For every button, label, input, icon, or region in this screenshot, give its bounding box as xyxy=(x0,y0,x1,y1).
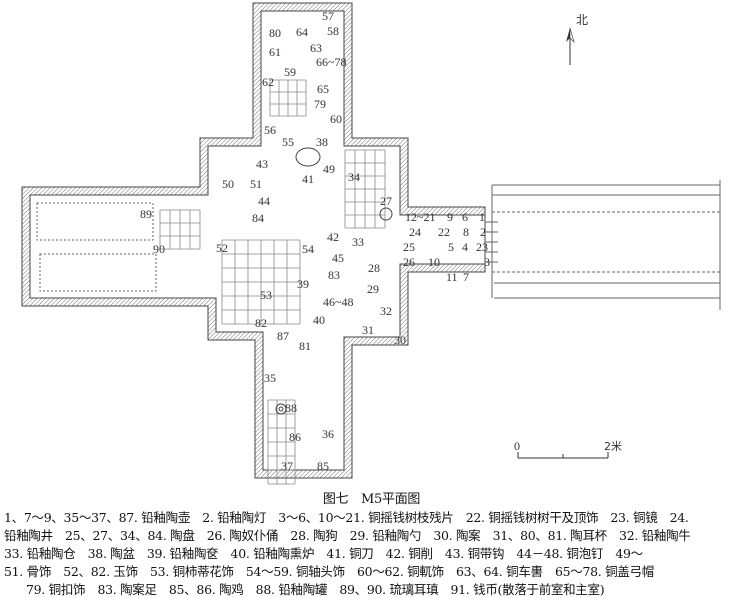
object-label: 5 xyxy=(448,240,454,254)
object-label: 65 xyxy=(317,82,329,96)
object-label: 25 xyxy=(403,240,415,254)
object-label: 81 xyxy=(299,339,311,353)
object-label: 26 xyxy=(403,255,415,269)
object-label: 62 xyxy=(262,75,274,89)
object-label: 88 xyxy=(285,401,297,415)
object-label: 60 xyxy=(330,112,342,126)
object-label: 49 xyxy=(323,162,335,176)
object-label: 4 xyxy=(462,240,468,254)
object-label: 55 xyxy=(282,135,294,149)
object-label: 50 xyxy=(222,177,234,191)
object-label: 79 xyxy=(314,97,326,111)
object-label: 35 xyxy=(264,371,276,385)
object-label: 6 xyxy=(462,210,468,224)
scale-end: 2米 xyxy=(604,440,622,453)
floor-bricks xyxy=(159,79,386,485)
object-label: 43 xyxy=(256,157,268,171)
object-label: 59 xyxy=(284,65,296,79)
scale-start: 0 xyxy=(514,439,520,453)
object-label: 58 xyxy=(327,24,339,38)
scale-bar: 0 2米 xyxy=(514,439,622,459)
object-label: 87 xyxy=(277,329,289,343)
caption-line: 51. 骨饰 52、82. 玉饰 53. 铜柿蒂花饰 54～59. 铜轴头饰 6… xyxy=(4,564,654,579)
object-label: 9 xyxy=(447,210,453,224)
object-label: 80 xyxy=(269,26,281,40)
coffin-platforms xyxy=(36,202,157,292)
object-label: 10 xyxy=(428,255,440,269)
object-label: 12~21 xyxy=(405,210,436,224)
object-label: 27 xyxy=(380,194,392,208)
object-label: 63 xyxy=(310,41,322,55)
object-label: 37 xyxy=(281,459,293,473)
object-label: 89 xyxy=(140,207,152,221)
tomb-walls xyxy=(21,2,486,479)
artifacts xyxy=(275,147,393,415)
object-label: 41 xyxy=(302,172,314,186)
object-label: 38 xyxy=(316,135,328,149)
object-label: 30 xyxy=(394,333,406,347)
object-label: 46~48 xyxy=(323,295,354,309)
object-label: 29 xyxy=(367,282,379,296)
caption-line: 79. 铜扣饰 83. 陶案足 85、86. 陶鸡 88. 铅釉陶罐 89、90… xyxy=(26,582,605,597)
object-label: 42 xyxy=(327,230,339,244)
object-label: 28 xyxy=(368,261,380,275)
caption-line: 1、7～9、35～37、87. 铅釉陶壶 2. 铅釉陶灯 3～6、10～21. … xyxy=(4,510,689,525)
figure-title: 图七 M5平面图 xyxy=(322,492,421,507)
north-arrow: 北 xyxy=(566,13,588,65)
object-label: 3 xyxy=(484,255,490,269)
object-label: 7 xyxy=(463,270,469,284)
object-label: 85 xyxy=(317,459,329,473)
object-label: 44 xyxy=(258,194,270,208)
object-label: 1 xyxy=(479,210,485,224)
object-label: 23 xyxy=(476,240,488,254)
object-label: 56 xyxy=(264,123,276,137)
north-label: 北 xyxy=(576,13,588,27)
object-label: 8 xyxy=(463,225,469,239)
object-label: 40 xyxy=(313,313,325,327)
object-label: 32 xyxy=(380,304,392,318)
object-label: 54 xyxy=(302,242,314,256)
object-label: 39 xyxy=(297,277,309,291)
object-label: 51 xyxy=(250,177,262,191)
object-label: 61 xyxy=(269,45,281,59)
object-label: 82 xyxy=(255,316,267,330)
object-label: 33 xyxy=(352,235,364,249)
caption-line: 33. 铅釉陶仓 38. 陶盆 39. 铅釉陶奁 40. 铅釉陶熏炉 41. 铜… xyxy=(4,546,643,561)
object-label: 57 xyxy=(322,9,334,23)
object-label: 86 xyxy=(289,430,301,444)
caption-line: 铅釉陶井 25、27、34、84. 陶盘 26. 陶奴仆俑 28. 陶狗 29.… xyxy=(4,528,691,543)
object-label: 83 xyxy=(328,268,340,282)
object-label: 90 xyxy=(153,242,165,256)
object-label: 66~78 xyxy=(316,55,347,69)
object-label: 64 xyxy=(296,25,308,39)
object-label: 45 xyxy=(332,251,344,265)
object-label: 84 xyxy=(252,211,264,225)
entrance-passage xyxy=(485,180,721,310)
object-label: 34 xyxy=(348,170,360,184)
object-label: 52 xyxy=(216,241,228,255)
object-label: 24 xyxy=(409,225,421,239)
object-label: 31 xyxy=(362,323,374,337)
object-label: 2 xyxy=(480,225,486,239)
object-label: 36 xyxy=(322,427,334,441)
object-label: 53 xyxy=(260,288,272,302)
object-label: 22 xyxy=(438,225,450,239)
object-label: 11 xyxy=(446,270,458,284)
